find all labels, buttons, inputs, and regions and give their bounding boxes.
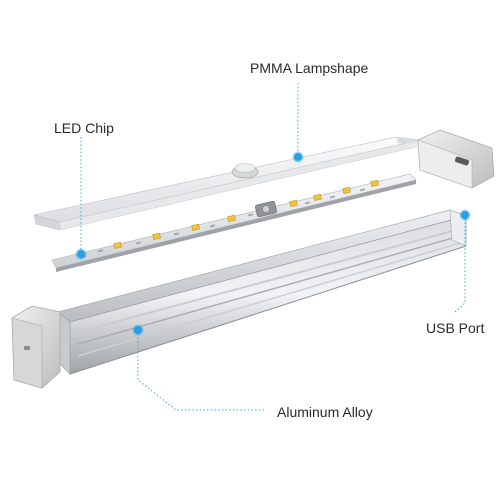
- usb-port: [454, 156, 470, 166]
- right-end-cap: [417, 129, 495, 189]
- callout-dot-pmma: [292, 151, 304, 163]
- leader-usb: [454, 215, 466, 313]
- led-chip: [113, 179, 379, 249]
- callout-dot-aluminum: [132, 324, 144, 336]
- label-usb-port: USB Port: [426, 320, 485, 336]
- led-pcb-strip: [51, 173, 417, 272]
- label-aluminum-alloy: Aluminum Alloy: [277, 404, 373, 420]
- label-led-chip: LED Chip: [54, 120, 114, 136]
- pmma-lampshade: [33, 136, 421, 231]
- callout-dot-usb: [459, 209, 471, 221]
- callout-dot-led: [75, 248, 87, 260]
- callout-dots: [75, 151, 471, 336]
- label-pmma-lampshape: PMMA Lampshape: [250, 60, 369, 76]
- leader-aluminum: [137, 330, 264, 411]
- pcb-switch: [255, 201, 277, 217]
- aluminum-housing: [57, 209, 468, 375]
- leader-lines: [80, 83, 466, 411]
- left-end-cap: [11, 305, 61, 389]
